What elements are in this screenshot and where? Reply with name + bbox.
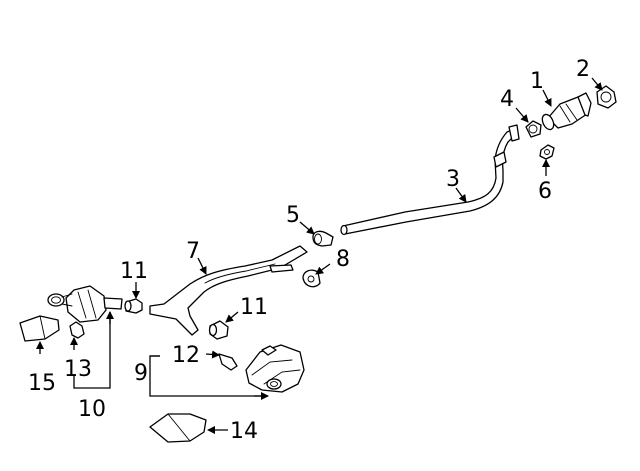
callout-4: 4 — [500, 87, 514, 112]
callout-3: 3 — [446, 167, 460, 192]
heat-shield-part-15 — [19, 315, 60, 342]
hanger-part-6 — [539, 144, 555, 160]
muffler-part-9 — [245, 344, 305, 393]
callout-11-left: 11 — [120, 259, 148, 284]
hanger-part-12 — [218, 353, 238, 371]
callout-10: 10 — [78, 397, 106, 422]
muffler-part-10 — [47, 285, 123, 323]
callout-2: 2 — [576, 57, 590, 82]
callout-13: 13 — [64, 357, 92, 382]
callout-11-right: 11 — [240, 295, 268, 320]
callout-12: 12 — [172, 343, 200, 368]
heat-shield-part-14 — [149, 413, 207, 443]
callout-14: 14 — [230, 419, 258, 444]
callout-8: 8 — [336, 247, 350, 272]
callout-1: 1 — [530, 69, 544, 94]
callout-9: 9 — [134, 361, 148, 386]
gasket-part-2 — [596, 85, 617, 109]
gasket-part-4 — [525, 120, 542, 138]
clamp-part-5 — [312, 230, 334, 247]
front-pipe-part-3 — [340, 124, 520, 236]
callout-5: 5 — [286, 203, 300, 228]
catalytic-converter-part-1 — [541, 92, 592, 131]
leader-lines — [36, 77, 603, 434]
callout-6: 6 — [538, 179, 552, 204]
hanger-part-13 — [69, 321, 85, 339]
coupling-part-11-right — [208, 320, 229, 340]
coupling-part-11-left — [124, 298, 143, 314]
callout-7: 7 — [186, 239, 200, 264]
callout-labels: 1 2 3 4 5 6 7 8 9 10 11 11 12 13 14 15 — [28, 57, 590, 444]
center-pipe-part-7 — [149, 245, 308, 336]
callout-15: 15 — [28, 371, 56, 396]
